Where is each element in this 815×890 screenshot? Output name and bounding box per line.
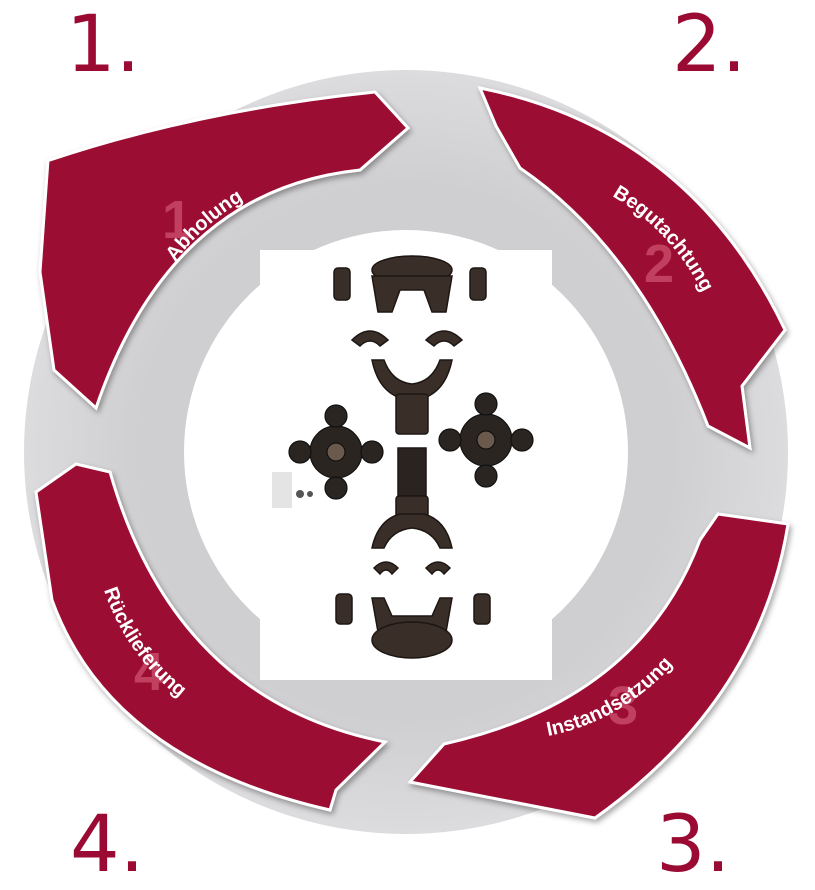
arrow-begutachtung bbox=[477, 85, 787, 451]
cardan-shaft-photo bbox=[260, 250, 552, 680]
badge-1: 1 bbox=[162, 190, 192, 250]
arrow-abholung bbox=[38, 90, 411, 411]
step-number-2: 2. bbox=[672, 0, 747, 90]
badge-3: 3 bbox=[608, 676, 638, 736]
process-cycle-diagram: 1 2 3 4 Abholung Begutachtung Instandset… bbox=[24, 70, 790, 834]
badge-2: 2 bbox=[644, 234, 674, 294]
step-number-1: 1. bbox=[66, 0, 141, 90]
arrow-instandsetzung bbox=[407, 512, 790, 820]
badge-4: 4 bbox=[134, 642, 164, 702]
arrow-ruecklieferung bbox=[34, 462, 389, 812]
